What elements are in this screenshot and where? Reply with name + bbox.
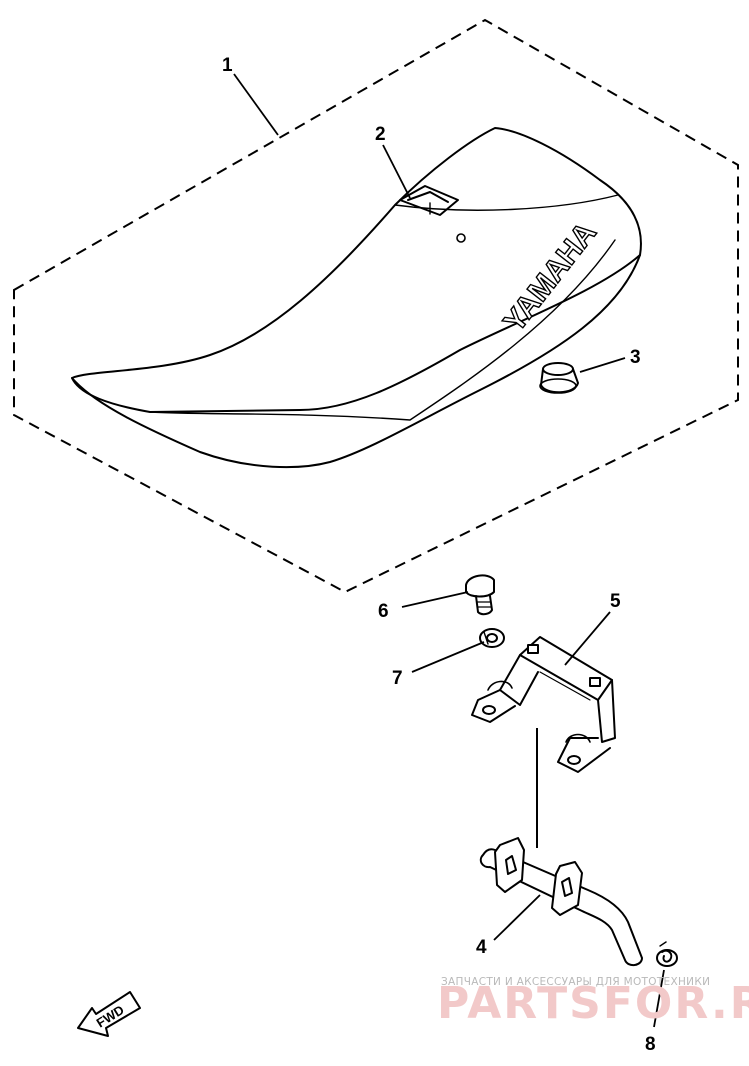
watermark-site: PARTSFOR.RU: [437, 978, 749, 1029]
seat-damper: [539, 362, 579, 394]
callout-1: 1: [222, 55, 233, 76]
lock-washer: [479, 628, 505, 648]
seat: [71, 127, 642, 469]
seat-hole: [456, 233, 466, 243]
seat-lock: [479, 837, 643, 966]
leader-lines: [233, 73, 665, 1028]
callout-8: 8: [645, 1034, 656, 1055]
watermark-tagline: ЗАПЧАСТИ И АКСЕССУАРЫ ДЛЯ МОТОТЕХНИКИ: [441, 976, 710, 988]
callout-3: 3: [630, 347, 641, 368]
forward-direction-arrow: FWD: [77, 991, 141, 1037]
seat-hook: [399, 185, 459, 216]
seat-assembly-boundary: [13, 18, 739, 594]
callout-2: 2: [375, 124, 386, 145]
callout-6: 6: [378, 601, 389, 622]
callout-5: 5: [610, 591, 621, 612]
bolt: [465, 574, 495, 616]
callout-7: 7: [392, 668, 403, 689]
seat-lock-bracket: [471, 636, 616, 773]
callout-4: 4: [476, 937, 487, 958]
seat-yamaha-logo: YAMAHA: [498, 216, 603, 338]
circlip: [656, 941, 678, 967]
